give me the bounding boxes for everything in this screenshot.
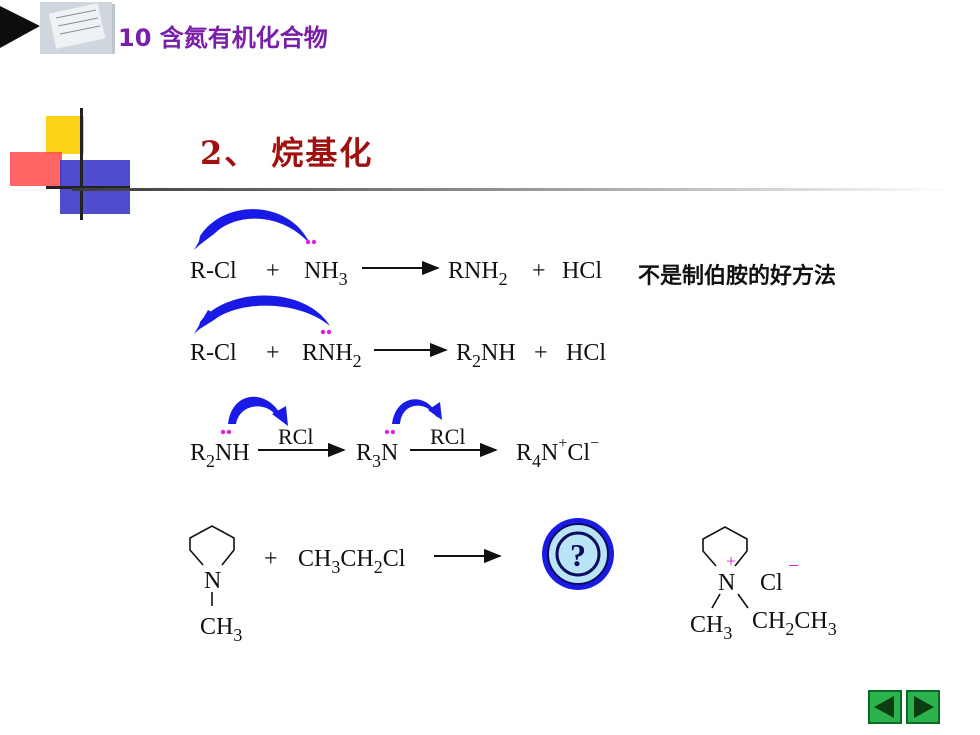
plus-sign: + [266,340,280,366]
plus-sign: + [264,546,278,572]
header-logo [0,2,115,54]
chapter-title: 10 含氮有机化合物 [118,24,328,52]
title-divider [72,188,952,191]
next-slide-button[interactable] [906,690,940,724]
plus-sign: + [534,340,548,366]
product-r4n-cl: R4N+Cl− [516,435,599,471]
ring-nitrogen-cation: N [718,570,735,596]
curved-arrow-2 [198,295,330,330]
reactant-r-cl: R-Cl [190,258,237,284]
piperidine-ring [189,525,235,566]
positive-charge: + [726,551,736,571]
reactant-r-cl: R-Cl [190,340,237,366]
reagent-ethyl-chloride: CH3CH2Cl [298,546,406,577]
reactant-r2nh: R2NH [190,440,250,471]
lone-pair-dot [226,429,232,435]
curved-arrow-2-head [194,310,216,334]
reactant-nh3: NH3 [304,258,348,289]
curved-arrow-3b [392,399,438,424]
section-title: 2、 烷基化 [200,134,374,172]
lone-pair-dot [390,429,396,435]
lone-pair-dot [311,239,317,245]
n-methyl: CH3 [200,614,242,645]
intermediate-r3n: R3N [356,440,398,471]
reaction-note: 不是制伯胺的好方法 [638,263,837,289]
prev-triangle-icon [874,696,894,718]
lone-pair-dot [320,329,326,335]
section-decoration [10,108,130,220]
reagent-rcl: RCl [430,424,465,449]
reactant-rnh2: RNH2 [302,340,362,371]
question-icon: ? [542,518,614,590]
prev-slide-button[interactable] [868,690,902,724]
lone-pair-dot [326,329,332,335]
product-rnh2: RNH2 [448,258,508,289]
plus-sign: + [266,258,280,284]
reagent-rcl: RCl [278,424,313,449]
piperidinium-ring [702,526,748,567]
curved-arrow-1-head [194,226,216,250]
product-hcl: HCl [566,340,606,366]
chloride-ion: Cl [760,570,783,596]
plus-sign: + [532,258,546,284]
svg-text:?: ? [570,537,586,573]
negative-charge: − [788,555,799,577]
curved-arrow-3a [228,396,284,424]
product-hcl: HCl [562,258,602,284]
lone-pair-dot [384,429,390,435]
svg-text:R-Cl: R-Cl [190,258,237,284]
product-methyl: CH3 [690,612,732,643]
product-ethyl: CH2CH3 [752,608,837,639]
next-triangle-icon [914,696,934,718]
curved-arrow-1 [198,209,310,246]
lone-pair-dot [305,239,311,245]
ring-nitrogen: N [204,568,221,594]
product-r2nh: R2NH [456,340,516,371]
lone-pair-dot [220,429,226,435]
